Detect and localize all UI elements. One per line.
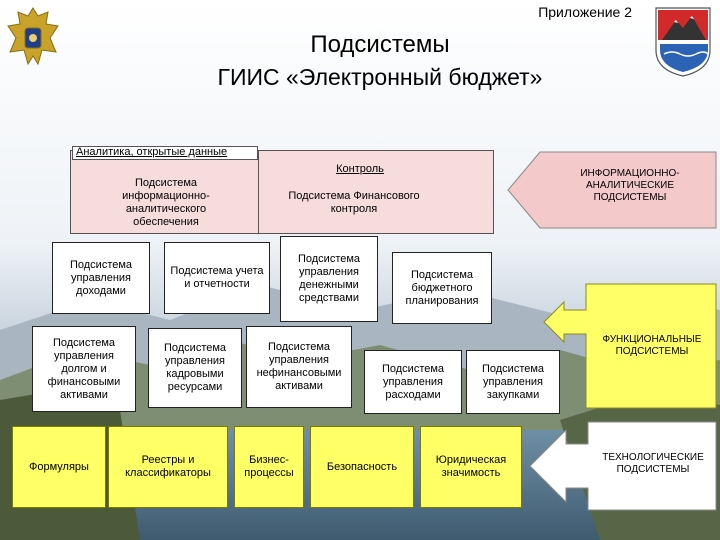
subsystem-cash: Подсистема управления денежными средства… — [280, 236, 378, 322]
functional-arrow — [543, 283, 717, 409]
subsystem-personnel: Подсистема управления кадровыми ресурсам… — [148, 328, 242, 408]
tech-legal: Юридическая значимость — [420, 426, 522, 508]
subsystem-nonfinancial: Подсистема управления нефинансовыми акти… — [246, 326, 352, 408]
subsystem-accounting: Подсистема учета и отчетности — [164, 242, 270, 314]
analytics-header: Аналитика, открытые данные — [76, 146, 228, 158]
info-analytical-arrow — [507, 151, 717, 229]
page-title-line2: ГИИС «Электронный бюджет» — [217, 64, 543, 90]
tech-forms: Формуляры — [12, 426, 106, 508]
coat-of-arms-icon — [7, 7, 59, 66]
regional-emblem-icon — [655, 7, 711, 77]
info-analytical-label: ИНФОРМАЦИОННО-АНАЛИТИЧЕСКИЕ ПОДСИСТЕМЫ — [580, 168, 680, 203]
subsystem-planning: Подсистема бюджетного планирования — [392, 252, 492, 324]
subsystem-expenses: Подсистема управления расходами — [364, 350, 462, 414]
subsystem-info-analytics: Подсистема информационно-аналитического … — [122, 177, 210, 228]
tech-registries: Реестры и классификаторы — [108, 426, 228, 508]
panel-divider — [258, 150, 259, 234]
subsystem-procurement: Подсистема управления закупками — [466, 350, 560, 414]
tech-security: Безопасность — [310, 426, 414, 508]
technological-label: ТЕХНОЛОГИЧЕСКИЕ ПОДСИСТЕМЫ — [602, 452, 704, 475]
top-panel — [70, 150, 494, 234]
subsystem-debt: Подсистема управления долгом и финансовы… — [32, 326, 136, 412]
technological-arrow — [529, 421, 717, 511]
tech-processes: Бизнес-процессы — [234, 426, 304, 508]
analytics-header-box — [72, 146, 258, 160]
functional-label: ФУНКЦИОНАЛЬНЫЕ ПОДСИСТЕМЫ — [602, 334, 702, 357]
control-header: Контроль — [336, 163, 384, 175]
subsystem-financial-control: Подсистема Финансового контроля — [288, 190, 420, 215]
subsystem-income: Подсистема управления доходами — [52, 242, 150, 314]
annex-label: Приложение 2 — [538, 4, 632, 20]
page-title-line1: Подсистемы — [310, 31, 450, 58]
